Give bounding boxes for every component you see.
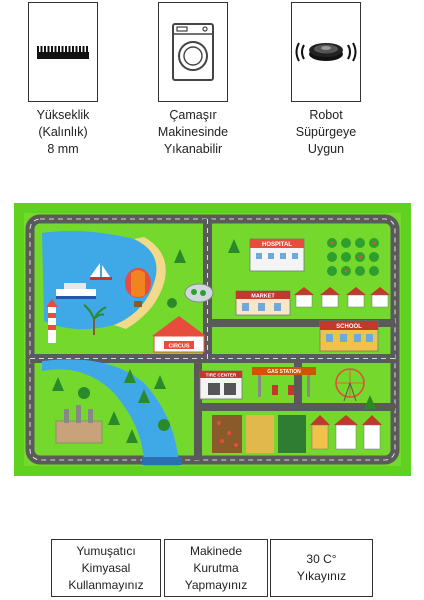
hospital-sign: HOSPITAL xyxy=(262,242,292,248)
beach xyxy=(114,237,166,329)
school-sign: SCHOOL xyxy=(336,324,362,330)
robot-vacuum-icon xyxy=(295,42,357,62)
washing-machine-icon xyxy=(172,23,214,81)
pile-height-box xyxy=(28,2,98,102)
market-sign: MARKET xyxy=(251,294,275,300)
washing-machine-label: Çamaşır Makinesinde Yıkanabilir xyxy=(157,108,229,156)
factory xyxy=(55,420,103,444)
gas-station-sign: GAS STATION xyxy=(267,369,301,375)
bridge xyxy=(142,457,182,465)
lake xyxy=(42,231,157,330)
pile-height-label: Yükseklik (Kalınlık) 8 mm xyxy=(36,108,90,156)
circus-tent xyxy=(152,316,206,336)
circus-sign: CIRCUS xyxy=(168,344,189,350)
ship xyxy=(56,289,96,297)
pile-height-icon xyxy=(37,46,89,59)
crop-fields xyxy=(212,415,306,453)
care-wash-30c: 30 C° Yıkayınız xyxy=(270,539,373,597)
gas-station-canopy xyxy=(252,367,316,375)
houses-row xyxy=(294,287,390,308)
washing-machine-box xyxy=(158,2,228,102)
rug-illustration: CIRCUS HOSPITAL MARKET SCHOOL TIRE CENTE… xyxy=(14,203,411,476)
robot-vacuum-box xyxy=(291,2,361,102)
care-no-tumble-dry: Makinede Kurutma Yapmayınız xyxy=(164,539,268,597)
river xyxy=(42,359,179,466)
tire-center-sign: TIRE CENTER xyxy=(206,373,237,378)
palm-trees xyxy=(83,304,107,320)
sailboat xyxy=(90,263,100,277)
care-no-softener: Yumuşatıcı Kimyasal Kullanmayınız xyxy=(51,539,161,597)
robot-vacuum-label: Robot Süpürgeye Uygun xyxy=(295,108,357,156)
park-oval xyxy=(184,283,214,303)
houses-bottom xyxy=(310,415,382,450)
trees xyxy=(52,239,376,443)
